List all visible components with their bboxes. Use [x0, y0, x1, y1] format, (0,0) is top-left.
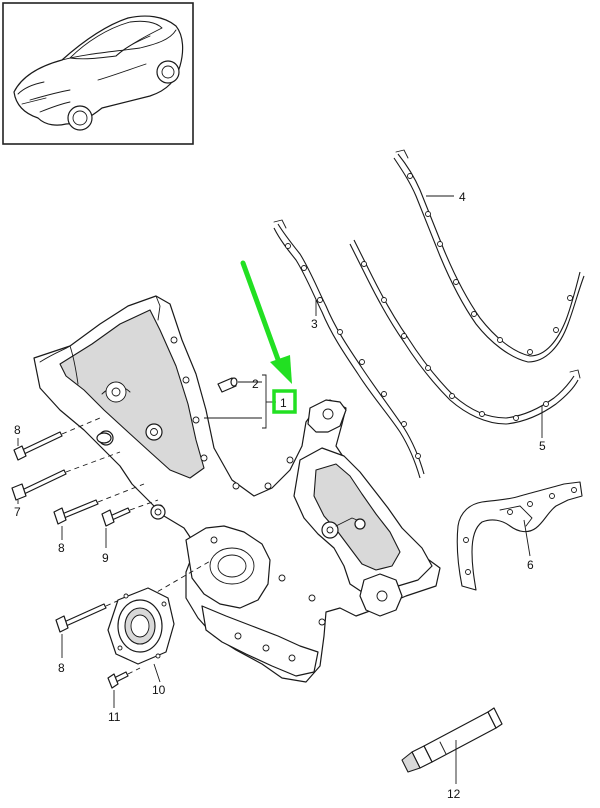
bolt-part-8-upper	[13, 417, 101, 461]
callout-12: 12	[447, 787, 461, 801]
callout-10: 10	[152, 683, 166, 697]
vehicle-thumbnail	[2, 2, 194, 145]
callout-7: 7	[14, 505, 21, 519]
callout-9: 9	[102, 551, 109, 565]
callout-2: 2	[252, 377, 259, 391]
bolt-part-9	[101, 499, 159, 527]
callout-5: 5	[539, 439, 546, 453]
callout-3: 3	[311, 317, 318, 331]
callout-4: 4	[459, 190, 466, 204]
callout-leaders	[17, 195, 543, 784]
seal-ring-part	[96, 432, 112, 444]
callout-8-lower: 8	[58, 661, 65, 675]
dowel-sleeve-part	[217, 377, 238, 393]
callout-1: 1	[280, 396, 287, 410]
sealant-tube-part-12	[401, 707, 503, 773]
bolt-part-8-middle	[53, 483, 145, 525]
assembly-guide-line	[149, 559, 213, 597]
callout-8-upper: 8	[14, 423, 21, 437]
highlight-arrow	[240, 260, 292, 384]
callout-11: 11	[108, 710, 121, 724]
bolt-part-11	[107, 667, 141, 689]
highlight-box-callout-1	[272, 389, 297, 414]
gasket-part-5	[349, 239, 581, 425]
front-timing-cover-part	[33, 295, 441, 683]
callout-labels: 1 2 3 4 5 6 7 8 8 8 9 10 11 12	[14, 190, 546, 801]
shaft-seal-flange-part-10	[107, 587, 175, 665]
callout-6: 6	[527, 558, 534, 572]
bolt-part-7	[11, 451, 121, 501]
gasket-part-4	[393, 149, 585, 363]
gasket-part-6	[456, 481, 583, 591]
bolt-part-8-lower	[55, 597, 125, 633]
callout-bracket-1-2	[204, 374, 276, 429]
gasket-part-3	[273, 219, 425, 479]
callout-8-middle: 8	[58, 541, 65, 555]
